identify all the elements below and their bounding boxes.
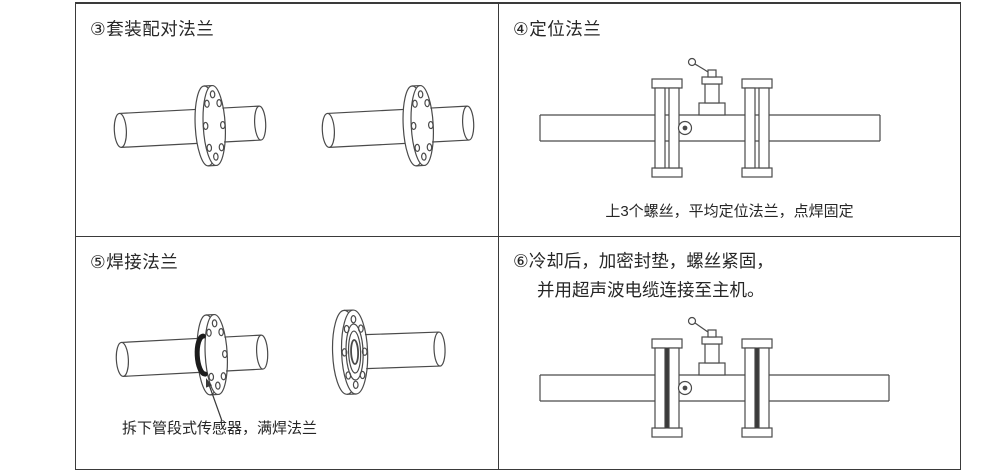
left-flange-pair xyxy=(651,78,683,178)
left-flange-pair xyxy=(651,338,683,438)
final-assembly-diagram xyxy=(539,316,890,438)
gasket xyxy=(665,348,669,428)
right-flange-pair xyxy=(741,78,773,178)
weld-pointer-arrow xyxy=(206,378,223,422)
panel-step5: ⑤焊接法兰 xyxy=(76,237,499,469)
step4-title: ④定位法兰 xyxy=(513,19,602,39)
pipe xyxy=(539,114,881,142)
step5-title: ⑤焊接法兰 xyxy=(90,252,179,272)
gasket xyxy=(755,348,759,428)
flange-face-with-pipe xyxy=(331,309,446,395)
step5-annotation: 拆下管段式传感器，满焊法兰 xyxy=(122,420,318,437)
instruction-sheet: ③套装配对法兰 xyxy=(75,2,961,470)
right-flange-pair xyxy=(741,338,773,438)
sensor-port xyxy=(677,380,693,396)
transducer xyxy=(687,57,726,116)
flanged-pipe-left xyxy=(111,82,269,172)
pipe xyxy=(539,374,890,402)
welded-flange-pipe xyxy=(115,313,269,396)
step6-title-line1: ⑥冷却后，加密封垫，螺丝紧固， xyxy=(513,251,774,271)
transducer xyxy=(687,316,726,376)
step4-caption: 上3个螺丝，平均定位法兰，点焊固定 xyxy=(605,203,854,220)
panel-step4: ④定位法兰 xyxy=(499,4,960,237)
step6-title: ⑥冷却后，加密封垫，螺丝紧固， 并用超声波电缆连接至主机。 xyxy=(513,247,774,305)
flange-positioning-diagram xyxy=(539,57,881,178)
paired-flanged-pipes-diagram xyxy=(111,82,477,172)
sensor-port xyxy=(677,120,693,136)
flanged-pipe-right xyxy=(319,82,477,172)
ultrasonic-cable xyxy=(694,322,709,333)
weld-bead xyxy=(194,333,208,377)
flange-welding-diagram xyxy=(115,309,446,422)
panel-step6: ⑥冷却后，加密封垫，螺丝紧固， 并用超声波电缆连接至主机。 xyxy=(499,237,960,469)
panel-step3: ③套装配对法兰 xyxy=(76,4,499,237)
step3-title: ③套装配对法兰 xyxy=(90,19,215,39)
step6-title-line2: 并用超声波电缆连接至主机。 xyxy=(537,280,765,300)
